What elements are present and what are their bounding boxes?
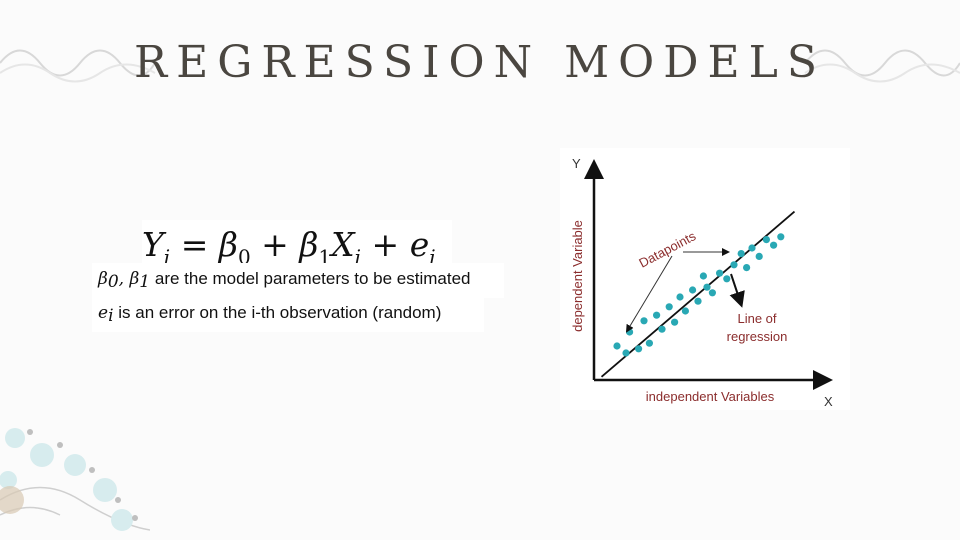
regression-equation: Yi = β0 + β1Xi + ei [142, 220, 452, 278]
data-point [645, 339, 653, 347]
data-point [770, 241, 778, 249]
data-point [777, 233, 785, 241]
data-point [613, 342, 621, 350]
data-point [640, 317, 648, 325]
data-point [708, 289, 716, 297]
page-title: REGRESSION MODELS [134, 37, 826, 88]
data-point [681, 307, 689, 315]
data-point [689, 286, 697, 294]
data-point [730, 261, 738, 269]
data-point [748, 244, 756, 252]
data-point [653, 311, 661, 319]
data-point [743, 264, 751, 272]
line-of-regression-label-1: Line of [737, 311, 776, 326]
line-of-regression-label-2: regression [727, 329, 788, 344]
y-axis-label: dependent Variable [570, 220, 585, 332]
x-axis-letter: X [824, 394, 833, 409]
data-point [737, 250, 745, 258]
data-point [676, 293, 684, 301]
data-point [671, 318, 679, 326]
formula-block: Yi = β0 + β1Xi + ei β0, β1 are the model… [92, 215, 512, 335]
data-point [665, 303, 673, 311]
data-point [716, 269, 724, 277]
regression-line [600, 210, 796, 378]
floral-corner-decoration [0, 428, 150, 531]
data-point [762, 236, 770, 244]
swirl-border-decoration [0, 49, 960, 83]
data-point [626, 328, 634, 336]
data-point [703, 283, 711, 291]
data-point [723, 275, 731, 283]
x-axis-label: independent Variables [646, 389, 775, 404]
y-axis-letter: Y [572, 156, 581, 171]
regression-chart: Y X independent Variables dependent Vari… [560, 148, 850, 410]
data-point [622, 349, 630, 357]
datapoints-arrow-left [625, 255, 673, 333]
error-description: ei is an error on the i-th observation (… [92, 297, 484, 332]
data-point [755, 252, 763, 260]
data-point [699, 272, 707, 280]
regression-arrow [729, 273, 745, 308]
data-point [694, 297, 702, 305]
chart-svg: Y X independent Variables dependent Vari… [570, 156, 833, 409]
data-point [658, 325, 666, 333]
data-point [635, 345, 643, 353]
data-points [613, 233, 785, 357]
parameters-description: β0, β1 are the model parameters to be es… [92, 263, 504, 298]
